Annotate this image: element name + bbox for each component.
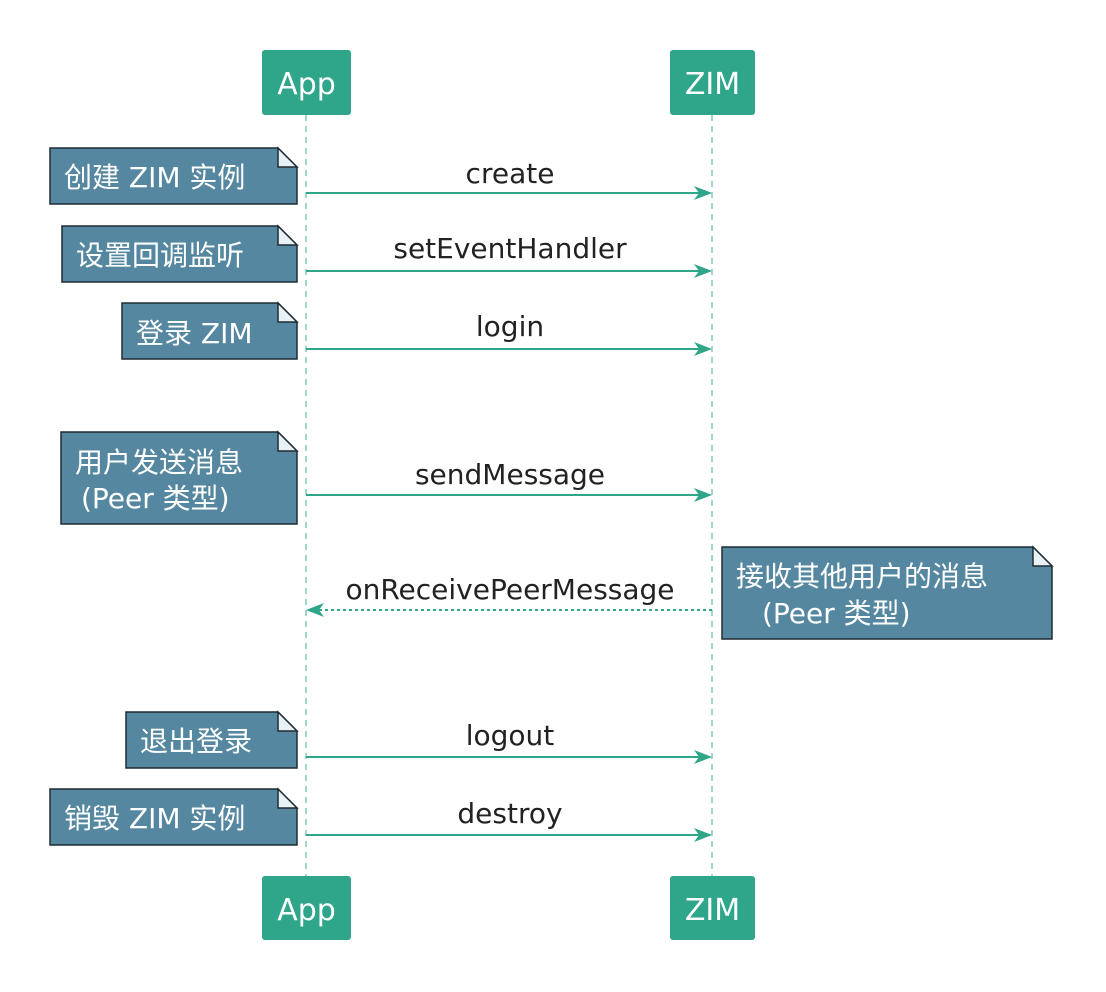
participant-zim-bottom: ZIM: [670, 876, 755, 940]
note-text: 创建 ZIM 实例: [64, 161, 245, 194]
message-label: sendMessage: [415, 458, 605, 491]
message-label: logout: [466, 719, 555, 752]
message-label: setEventHandler: [393, 232, 627, 265]
note-text: (Peer 类型): [81, 482, 230, 515]
participant-app-top: App: [262, 50, 351, 115]
message-destroy: destroy: [306, 797, 712, 842]
message-label: destroy: [457, 797, 562, 830]
message-on-receive-peer-message: onReceivePeerMessage: [306, 573, 712, 617]
message-label: onReceivePeerMessage: [345, 573, 674, 606]
note-text: 登录 ZIM: [136, 317, 253, 350]
message-create: create: [306, 157, 712, 200]
participant-app-bottom: App: [262, 876, 351, 940]
note-set-callback: 设置回调监听: [61, 224, 299, 283]
participant-zim-label: ZIM: [685, 893, 740, 928]
note-create-instance: 创建 ZIM 实例: [49, 146, 299, 205]
message-logout: logout: [306, 719, 712, 764]
note-send-message: 用户发送消息 (Peer 类型): [60, 430, 299, 525]
message-login: login: [306, 310, 712, 356]
note-destroy-instance: 销毁 ZIM 实例: [49, 787, 299, 846]
note-text: (Peer 类型): [762, 597, 911, 630]
participant-app-label: App: [277, 893, 336, 928]
note-receive-message: 接收其他用户的消息 (Peer 类型): [721, 545, 1054, 640]
participant-app-label: App: [277, 67, 336, 102]
note-text: 退出登录: [140, 725, 252, 758]
note-logout: 退出登录: [125, 710, 299, 769]
message-label: login: [476, 310, 544, 343]
note-login: 登录 ZIM: [121, 301, 299, 360]
note-text: 接收其他用户的消息: [736, 560, 988, 593]
participant-zim-top: ZIM: [670, 50, 755, 115]
participant-zim-label: ZIM: [685, 67, 740, 102]
message-set-event-handler: setEventHandler: [306, 232, 712, 278]
note-text: 用户发送消息: [75, 446, 243, 479]
note-text: 销毁 ZIM 实例: [64, 802, 245, 835]
message-send-message: sendMessage: [306, 458, 712, 502]
note-text: 设置回调监听: [76, 239, 244, 272]
message-label: create: [466, 157, 555, 190]
